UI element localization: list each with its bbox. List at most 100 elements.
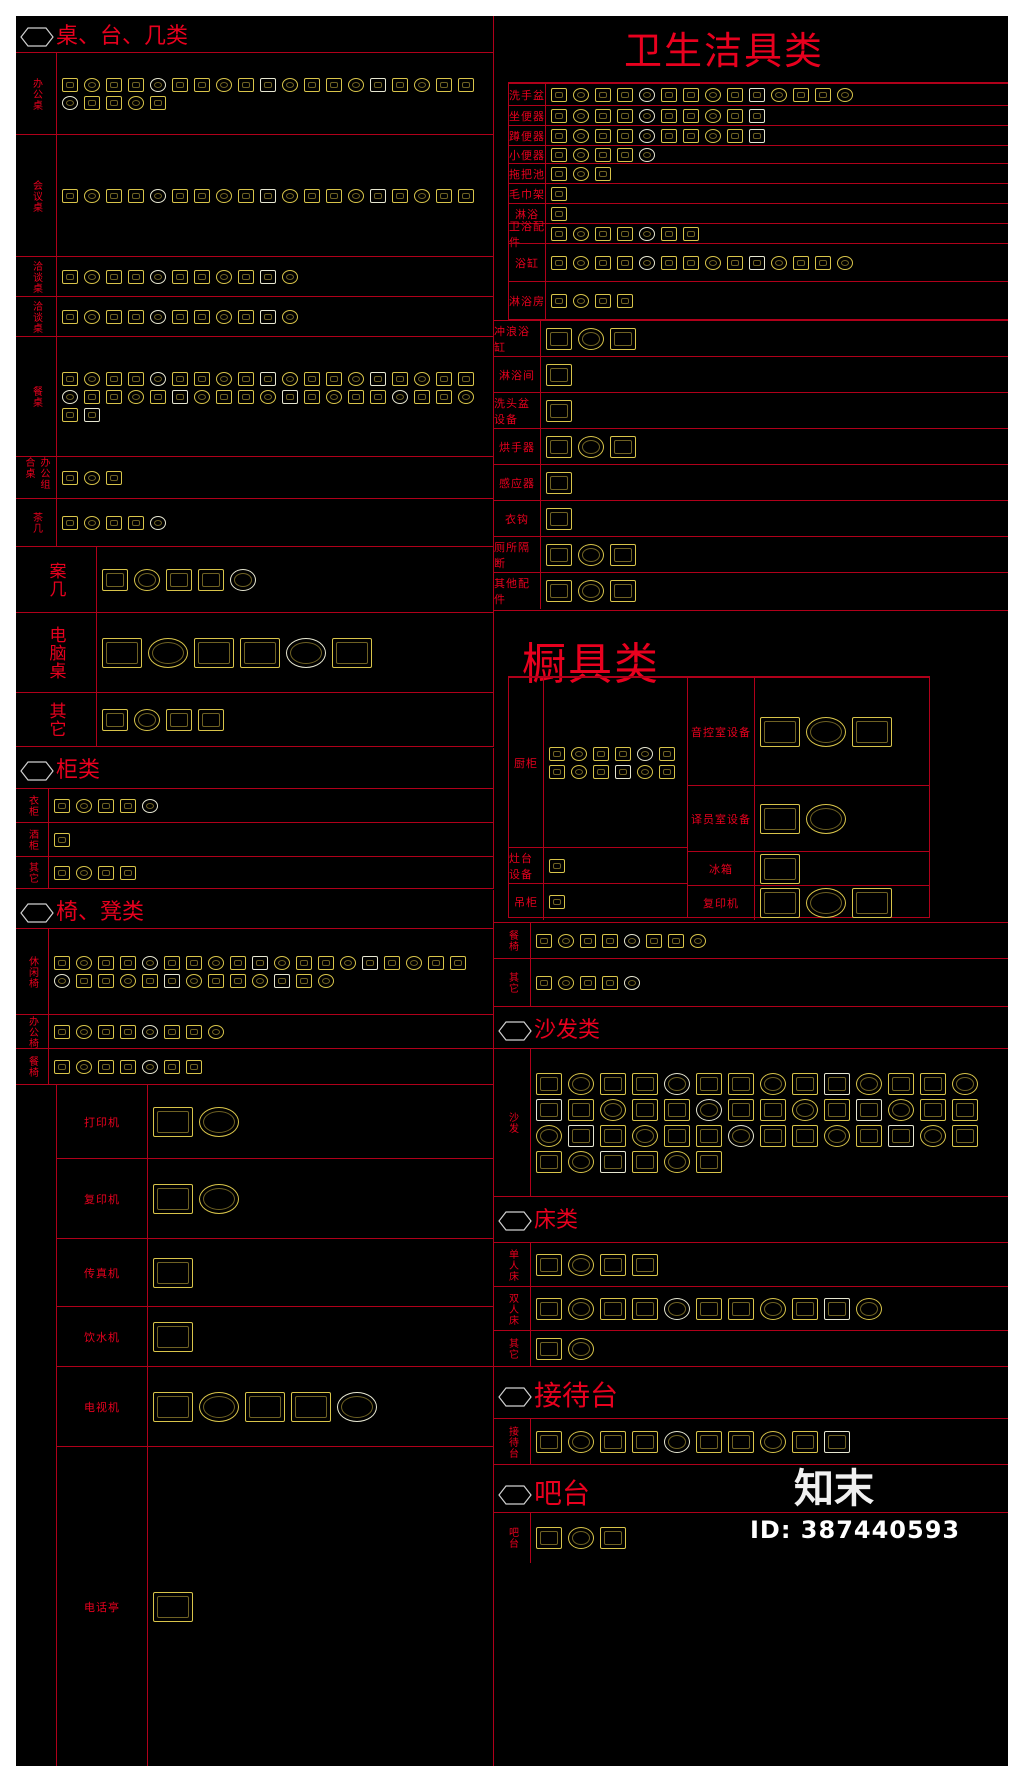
cad-block-icon[interactable] xyxy=(793,256,809,270)
cad-block-icon[interactable] xyxy=(172,372,188,386)
cad-block-icon[interactable] xyxy=(337,1392,377,1422)
cad-block-icon[interactable] xyxy=(727,129,743,143)
cad-block-icon[interactable] xyxy=(166,709,192,731)
cad-block-icon[interactable] xyxy=(340,956,356,970)
cad-block-icon[interactable] xyxy=(153,1322,193,1352)
cad-block-icon[interactable] xyxy=(194,78,210,92)
cad-block-icon[interactable] xyxy=(106,390,122,404)
cad-block-icon[interactable] xyxy=(296,974,312,988)
cad-block-icon[interactable] xyxy=(639,88,655,102)
cad-block-icon[interactable] xyxy=(150,516,166,530)
cad-block-icon[interactable] xyxy=(326,372,342,386)
cad-block-icon[interactable] xyxy=(668,934,684,948)
cad-block-icon[interactable] xyxy=(888,1099,914,1121)
cad-block-icon[interactable] xyxy=(348,189,364,203)
cad-block-icon[interactable] xyxy=(593,747,609,761)
cad-block-icon[interactable] xyxy=(760,804,800,834)
cad-block-icon[interactable] xyxy=(238,310,254,324)
cad-block-icon[interactable] xyxy=(749,129,765,143)
cad-block-icon[interactable] xyxy=(536,1099,562,1121)
cad-block-icon[interactable] xyxy=(216,78,232,92)
cad-block-icon[interactable] xyxy=(578,580,604,602)
cad-block-icon[interactable] xyxy=(216,189,232,203)
cad-block-icon[interactable] xyxy=(536,976,552,990)
cad-block-icon[interactable] xyxy=(568,1298,594,1320)
cad-block-icon[interactable] xyxy=(150,372,166,386)
cad-block-icon[interactable] xyxy=(120,956,136,970)
cad-block-icon[interactable] xyxy=(727,256,743,270)
cad-block-icon[interactable] xyxy=(792,1073,818,1095)
cad-block-icon[interactable] xyxy=(260,78,276,92)
cad-block-icon[interactable] xyxy=(595,294,611,308)
cad-block-icon[interactable] xyxy=(573,167,589,181)
cad-block-icon[interactable] xyxy=(348,390,364,404)
cad-block-icon[interactable] xyxy=(172,310,188,324)
cad-block-icon[interactable] xyxy=(571,765,587,779)
cad-block-icon[interactable] xyxy=(414,372,430,386)
cad-block-icon[interactable] xyxy=(291,1392,331,1422)
cad-block-icon[interactable] xyxy=(856,1099,882,1121)
cad-block-icon[interactable] xyxy=(578,544,604,566)
cad-block-icon[interactable] xyxy=(76,1025,92,1039)
cad-block-icon[interactable] xyxy=(458,189,474,203)
cad-block-icon[interactable] xyxy=(573,227,589,241)
cad-block-icon[interactable] xyxy=(760,1125,786,1147)
cad-block-icon[interactable] xyxy=(568,1125,594,1147)
cad-block-icon[interactable] xyxy=(62,270,78,284)
cad-block-icon[interactable] xyxy=(683,109,699,123)
cad-block-icon[interactable] xyxy=(600,1099,626,1121)
cad-block-icon[interactable] xyxy=(728,1431,754,1453)
cad-block-icon[interactable] xyxy=(238,270,254,284)
cad-block-icon[interactable] xyxy=(102,709,128,731)
cad-block-icon[interactable] xyxy=(458,372,474,386)
cad-block-icon[interactable] xyxy=(282,372,298,386)
cad-block-icon[interactable] xyxy=(84,516,100,530)
cad-block-icon[interactable] xyxy=(392,390,408,404)
cad-block-icon[interactable] xyxy=(546,508,572,530)
cad-block-icon[interactable] xyxy=(54,799,70,813)
cad-block-icon[interactable] xyxy=(62,372,78,386)
cad-block-icon[interactable] xyxy=(760,1298,786,1320)
cad-block-icon[interactable] xyxy=(304,372,320,386)
cad-block-icon[interactable] xyxy=(536,934,552,948)
cad-block-icon[interactable] xyxy=(696,1298,722,1320)
cad-block-icon[interactable] xyxy=(664,1151,690,1173)
cad-block-icon[interactable] xyxy=(632,1431,658,1453)
cad-block-icon[interactable] xyxy=(617,109,633,123)
cad-block-icon[interactable] xyxy=(76,974,92,988)
cad-block-icon[interactable] xyxy=(62,516,78,530)
cad-block-icon[interactable] xyxy=(571,747,587,761)
cad-block-icon[interactable] xyxy=(98,1025,114,1039)
cad-block-icon[interactable] xyxy=(370,372,386,386)
cad-block-icon[interactable] xyxy=(558,934,574,948)
cad-block-icon[interactable] xyxy=(632,1151,658,1173)
cad-block-icon[interactable] xyxy=(54,974,70,988)
cad-block-icon[interactable] xyxy=(172,270,188,284)
cad-block-icon[interactable] xyxy=(696,1431,722,1453)
cad-block-icon[interactable] xyxy=(683,256,699,270)
cad-block-icon[interactable] xyxy=(852,888,892,918)
cad-block-icon[interactable] xyxy=(370,390,386,404)
cad-block-icon[interactable] xyxy=(194,189,210,203)
cad-block-icon[interactable] xyxy=(610,544,636,566)
cad-block-icon[interactable] xyxy=(792,1298,818,1320)
cad-block-icon[interactable] xyxy=(632,1298,658,1320)
cad-block-icon[interactable] xyxy=(245,1392,285,1422)
cad-block-icon[interactable] xyxy=(428,956,444,970)
cad-block-icon[interactable] xyxy=(595,129,611,143)
cad-block-icon[interactable] xyxy=(142,956,158,970)
cad-block-icon[interactable] xyxy=(274,956,290,970)
cad-block-icon[interactable] xyxy=(208,1025,224,1039)
cad-block-icon[interactable] xyxy=(536,1125,562,1147)
cad-block-icon[interactable] xyxy=(260,270,276,284)
cad-block-icon[interactable] xyxy=(952,1073,978,1095)
cad-block-icon[interactable] xyxy=(617,227,633,241)
cad-block-icon[interactable] xyxy=(186,974,202,988)
cad-block-icon[interactable] xyxy=(551,109,567,123)
cad-block-icon[interactable] xyxy=(568,1151,594,1173)
cad-block-icon[interactable] xyxy=(134,709,160,731)
cad-block-icon[interactable] xyxy=(637,765,653,779)
cad-block-icon[interactable] xyxy=(260,189,276,203)
cad-block-icon[interactable] xyxy=(593,765,609,779)
cad-block-icon[interactable] xyxy=(580,976,596,990)
